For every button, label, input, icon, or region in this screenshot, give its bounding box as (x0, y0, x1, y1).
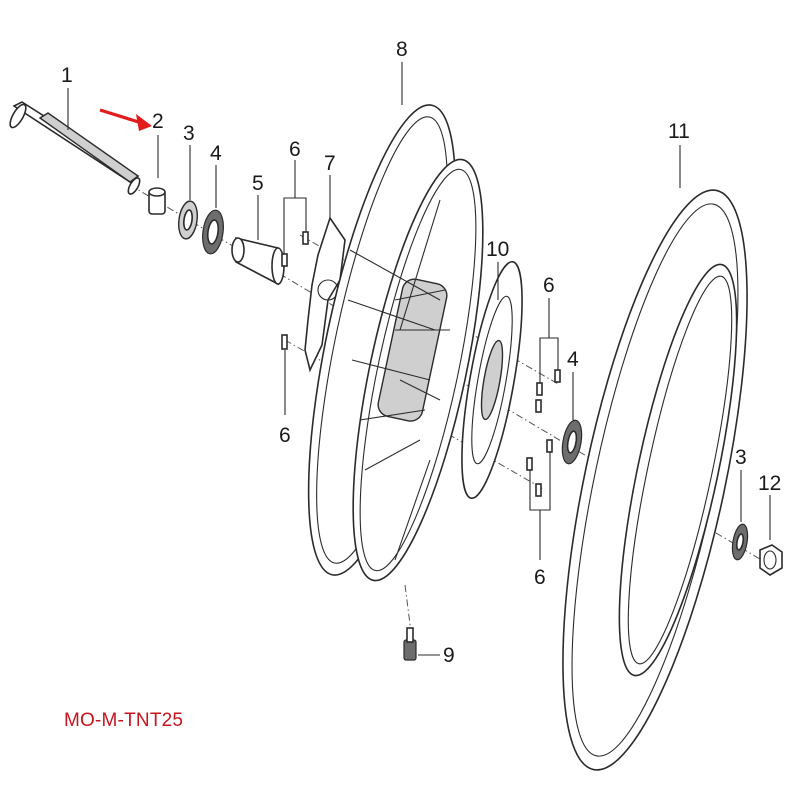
spacer-tube-part (231, 236, 285, 286)
callout-3a: 3 (183, 122, 195, 145)
bearing-left-part (202, 209, 224, 255)
callout-5: 5 (252, 172, 264, 195)
callout-2: 2 (152, 110, 164, 133)
callout-10: 10 (486, 238, 509, 261)
callout-8: 8 (396, 38, 408, 61)
axle-nut-part (759, 544, 783, 576)
callout-7: 7 (324, 152, 336, 175)
bolts-upper-left (281, 197, 309, 267)
callout-6d: 6 (279, 424, 291, 447)
oil-seal-right-part (731, 523, 749, 561)
bolts-right-upper (535, 337, 561, 413)
wheel-rim-part (307, 104, 484, 582)
callout-11: 11 (668, 120, 690, 143)
bolt-lower-left (281, 334, 288, 415)
callout-6a: 6 (289, 138, 301, 161)
callout-1: 1 (61, 64, 73, 87)
tire-part (562, 189, 748, 771)
red-pointer-arrow (99, 108, 152, 131)
callout-6c: 6 (534, 566, 546, 589)
bearing-right-part (561, 419, 583, 465)
callout-4b: 4 (567, 348, 579, 371)
axle-part (9, 101, 141, 195)
callout-9: 9 (443, 644, 455, 667)
callout-3b: 3 (735, 446, 747, 469)
spacer-part (148, 187, 166, 215)
part-code-caption: MO-M-TNT25 (64, 710, 184, 731)
callout-12: 12 (758, 472, 781, 495)
bolts-right-lower (526, 439, 553, 511)
valve-part (403, 627, 440, 661)
callout-4a: 4 (210, 142, 222, 165)
brake-disc-part (461, 260, 523, 500)
oil-seal-left-part (178, 200, 198, 240)
callout-6b: 6 (543, 274, 555, 297)
